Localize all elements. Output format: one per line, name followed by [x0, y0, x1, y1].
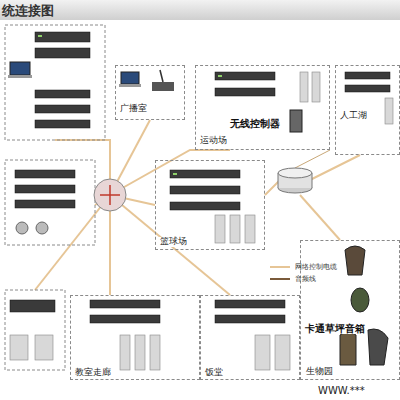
device-label: 卡通草坪音箱: [304, 323, 366, 334]
legend-line-sample: [270, 276, 292, 282]
legend-text: 网络控制电缆: [295, 262, 337, 272]
watermark: WWW.***: [318, 385, 365, 396]
region-label: 生物园: [305, 367, 334, 377]
region-box: 饭堂: [200, 295, 300, 380]
region-label: 教室走廊: [74, 368, 112, 378]
diagram-title: 统连接图: [2, 2, 54, 20]
region-label: 广播室: [119, 104, 148, 114]
region-label: 篮球场: [159, 237, 188, 247]
legend-line-sample: [270, 264, 292, 270]
region-box: 人工湖: [335, 65, 400, 155]
legend-row: 音频线: [270, 274, 316, 284]
legend-row: 网络控制电缆: [270, 262, 337, 272]
region-box: 广播室: [115, 65, 185, 120]
region-label: 饭堂: [204, 368, 224, 378]
region-box: 教室走廊: [70, 295, 200, 380]
legend-text: 音频线: [295, 274, 316, 284]
region-label: 运动场: [199, 136, 228, 146]
region-label: 人工湖: [339, 111, 368, 121]
region-box: 运动场无线控制器: [195, 65, 330, 150]
region-box: 卡通草坪音箱生物园: [300, 240, 400, 380]
region-box: 篮球场: [155, 160, 265, 250]
device-label: 无线控制器: [229, 118, 281, 129]
